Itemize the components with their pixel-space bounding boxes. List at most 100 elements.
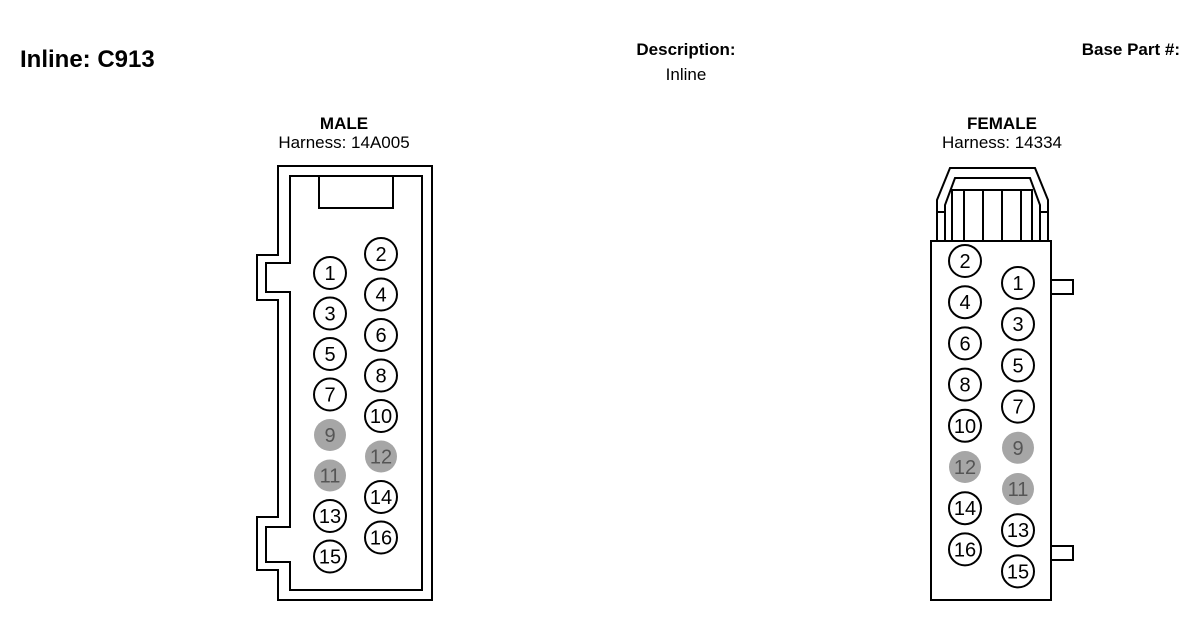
female-pin-circle: [1002, 431, 1034, 464]
female-pin-label: 10: [954, 416, 976, 438]
male-harness: Harness: 14A005: [278, 133, 410, 152]
male-pin-label: 6: [375, 325, 386, 347]
female-pin-circle: [1001, 266, 1035, 300]
female-pin-1: 1: [1001, 266, 1035, 300]
female-title: FEMALE: [967, 114, 1037, 133]
male-pin-13: 13: [313, 499, 347, 533]
female-pin-label: 1: [1012, 273, 1023, 295]
female-pin-label: 9: [1012, 438, 1023, 460]
male-pin-label: 1: [324, 263, 335, 285]
male-pin-label: 4: [375, 285, 386, 307]
female-connector-body: [930, 167, 1074, 601]
female-pin-2: 2: [948, 244, 982, 278]
male-pin-5: 5: [313, 337, 347, 371]
female-pin-circle: [948, 491, 982, 526]
female-pin-circle: [948, 367, 982, 402]
male-pin-circle: [364, 480, 398, 514]
female-pin-label: 3: [1012, 314, 1023, 336]
female-pin-12: 12: [949, 451, 981, 483]
female-pin-7: 7: [1001, 389, 1035, 424]
female-pin-label: 15: [1007, 561, 1029, 583]
female-pin-label: 6: [959, 333, 970, 355]
male-pin-4: 4: [364, 277, 398, 312]
female-pin-label: 13: [1007, 520, 1029, 542]
male-pin-label: 16: [370, 528, 392, 550]
male-pin-circle: [313, 377, 347, 412]
male-pin-label: 3: [324, 304, 335, 326]
female-pin-label: 2: [959, 251, 970, 273]
male-pin-6: 6: [364, 318, 398, 352]
male-pin-8: 8: [364, 358, 398, 393]
base-part-label: Base Part #:: [1081, 40, 1180, 59]
male-pin-label: 15: [319, 547, 341, 569]
female-pin-15: 15: [1001, 554, 1035, 589]
male-pin-circle: [313, 499, 347, 533]
female-pin-label: 5: [1012, 355, 1023, 377]
female-pin-label: 16: [954, 539, 976, 561]
female-pin-label: 14: [954, 498, 976, 520]
female-pin-10: 10: [948, 408, 982, 443]
female-pin-3: 3: [1001, 307, 1035, 342]
connector-title: Inline: C913: [20, 46, 155, 73]
female-pin-label: 11: [1008, 479, 1029, 501]
male-pin-circle: [364, 358, 398, 393]
female-connector-header: FEMALE Harness: 14334: [892, 114, 1112, 152]
male-pin-circle: [365, 440, 397, 473]
male-pin-10: 10: [364, 399, 398, 433]
female-pin-circle: [949, 451, 981, 483]
male-pin-label: 11: [320, 466, 341, 488]
female-pin-9: 9: [1002, 431, 1034, 464]
male-pin-label: 5: [324, 344, 335, 366]
description-label: Description:: [636, 40, 736, 59]
male-pin-15: 15: [313, 539, 347, 574]
female-pin-label: 4: [959, 292, 970, 314]
female-pin-8: 8: [948, 367, 982, 402]
description-block: Description: Inline: [586, 40, 786, 85]
male-pin-circle: [364, 277, 398, 312]
female-pin-circle: [1001, 554, 1035, 589]
female-pin-4: 4: [948, 285, 982, 320]
female-pin-circle: [948, 244, 982, 278]
male-pin-circle: [313, 296, 347, 331]
male-pin-label: 7: [324, 385, 335, 407]
female-pin-13: 13: [1001, 513, 1035, 548]
male-connector-body: [256, 165, 433, 601]
male-pin-1: 1: [313, 256, 347, 290]
male-pin-circle: [313, 539, 347, 574]
female-pin-circle: [948, 285, 982, 320]
male-pin-7: 7: [313, 377, 347, 412]
male-pin-label: 8: [375, 366, 386, 388]
male-pin-label: 13: [319, 506, 341, 528]
male-pin-label: 10: [370, 406, 392, 428]
female-pin-14: 14: [948, 491, 982, 526]
female-pin-label: 8: [959, 375, 970, 397]
male-pin-14: 14: [364, 480, 398, 514]
male-pin-label: 14: [370, 487, 392, 509]
female-pin-circle: [1001, 389, 1035, 424]
male-title: MALE: [319, 114, 369, 133]
female-pin-16: 16: [948, 532, 982, 567]
female-pin-6: 6: [948, 326, 982, 361]
male-pin-circle: [313, 256, 347, 290]
female-pin-label: 7: [1012, 397, 1023, 419]
male-pin-circle: [364, 520, 398, 555]
male-pin-circle: [314, 459, 346, 492]
male-pin-circle: [364, 318, 398, 352]
female-pin-circle: [1001, 348, 1035, 383]
male-pin-3: 3: [313, 296, 347, 331]
male-pin-16: 16: [364, 520, 398, 555]
female-pin-circle: [1001, 307, 1035, 342]
male-pin-label: 12: [370, 447, 392, 469]
male-pin-2: 2: [364, 237, 398, 271]
female-pin-5: 5: [1001, 348, 1035, 383]
male-pin-11: 11: [314, 459, 346, 492]
male-connector-header: MALE Harness: 14A005: [234, 114, 454, 152]
female-pin-circle: [948, 408, 982, 443]
female-pin-circle: [948, 326, 982, 361]
male-pin-label: 2: [375, 244, 386, 266]
female-pin-circle: [948, 532, 982, 567]
male-pin-circle: [314, 419, 346, 451]
female-pin-label: 12: [954, 457, 976, 479]
male-pin-circle: [364, 237, 398, 271]
